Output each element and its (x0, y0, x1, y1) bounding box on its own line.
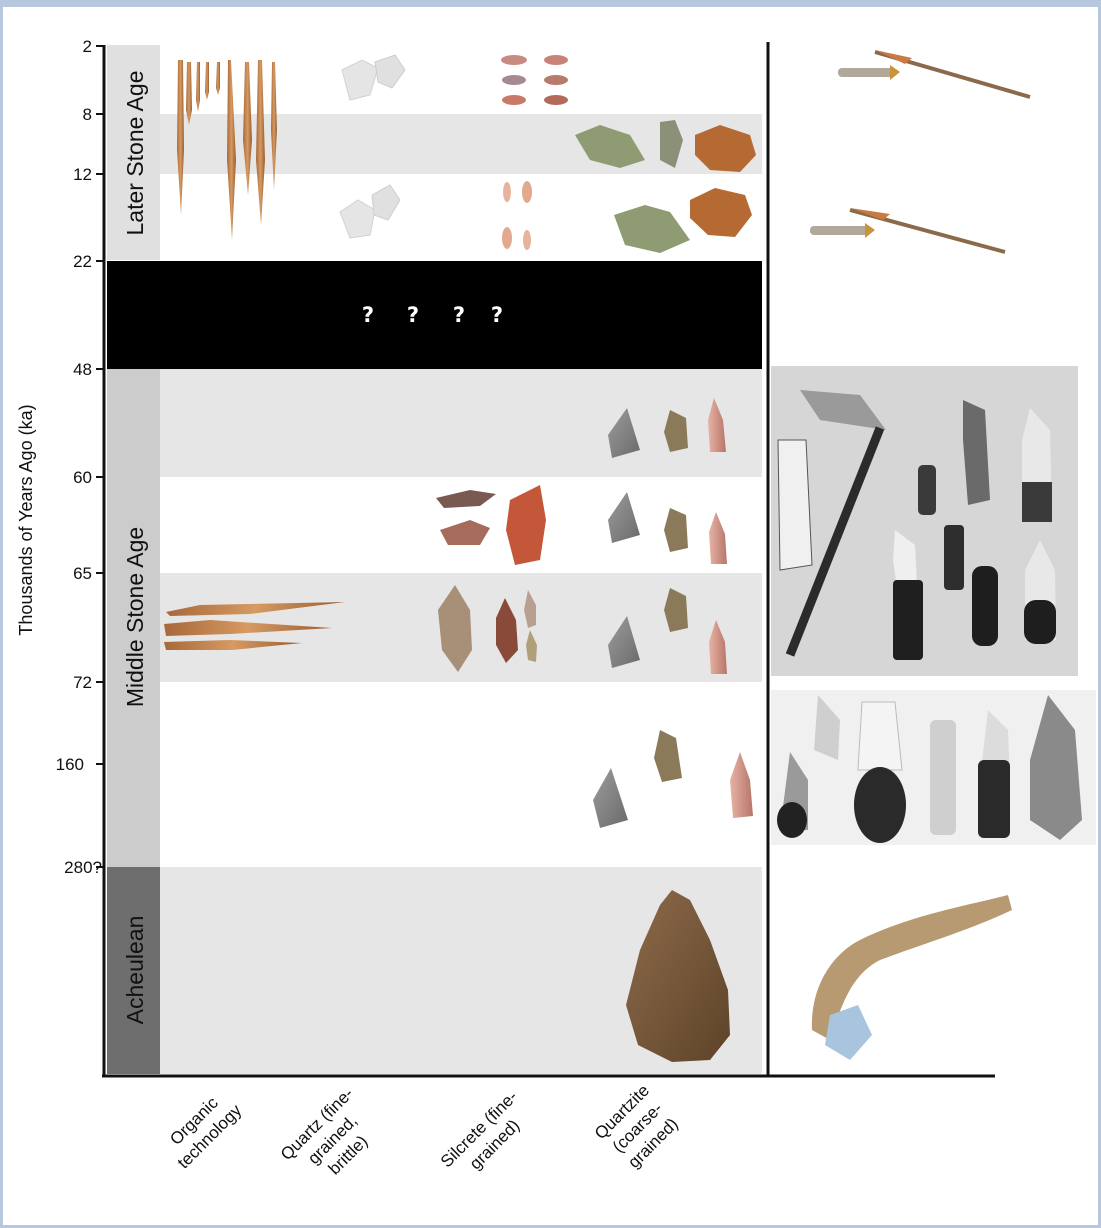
quartzite-point (608, 492, 640, 543)
lsa-hafted-arrow-top (838, 50, 1030, 97)
tick-label: 22 (73, 252, 92, 271)
tick-label: 280? (64, 858, 102, 877)
era-label-msa: Middle Stone Age (122, 527, 148, 707)
quartzite-point (709, 512, 727, 564)
lsa-quartzite-tools (575, 120, 756, 253)
quartz-flake (372, 185, 400, 220)
quartz-flake (340, 200, 375, 238)
silcrete-segment (502, 95, 526, 105)
bone-point (216, 62, 220, 95)
msa-hafted-tools-photo (771, 366, 1078, 676)
column-label-quartzite: Quartzite (coarse- grained) (591, 1081, 684, 1174)
silcrete-segment (522, 181, 532, 203)
bone-point (227, 60, 236, 240)
tick-label: 48 (73, 360, 92, 379)
gap-mark: ? (362, 303, 374, 327)
quartz-flake (375, 55, 405, 88)
tick-label: 12 (73, 165, 92, 184)
quartzite-point (593, 768, 628, 828)
gap-mark: ? (407, 303, 419, 327)
silcrete-flake (440, 520, 490, 545)
quartzite-point (654, 730, 682, 782)
tick-label: 160 (56, 755, 84, 774)
silcrete-segment (523, 230, 531, 250)
silcrete-segment (544, 95, 568, 105)
silcrete-segment (544, 75, 568, 85)
tick-label: 8 (83, 105, 92, 124)
msa-hafted-tools-photo-2 (771, 690, 1096, 845)
y-axis-title: Thousands of Years Ago (ka) (16, 404, 36, 635)
y-ticks: 2 8 12 22 48 60 65 72 160 280? (56, 37, 104, 877)
silcrete-segment (503, 182, 511, 202)
quartzite-flake (614, 205, 690, 253)
silcrete-segment (544, 55, 568, 65)
column-label-silcrete: Silcrete (fine- grained) (437, 1087, 537, 1187)
acheulean-hafted-tool (812, 895, 1012, 1060)
quartzite-point (730, 752, 753, 818)
silcrete-blade (506, 485, 546, 565)
gap-mark: ? (453, 303, 465, 327)
tick-label: 60 (73, 468, 92, 487)
era-label-acheulean: Acheulean (122, 916, 148, 1025)
bone-point (243, 62, 252, 195)
bone-point (205, 62, 209, 100)
silcrete-segment (502, 227, 512, 249)
bone-point (177, 60, 184, 215)
silcrete-flake (436, 490, 496, 508)
bone-point (196, 62, 200, 112)
gap-mark: ? (491, 303, 503, 327)
tick-label: 2 (83, 37, 92, 56)
tick-label: 65 (73, 564, 92, 583)
quartz-flake (342, 60, 378, 100)
tick-label: 72 (73, 673, 92, 692)
era-label-lsa: Later Stone Age (122, 71, 148, 236)
gap-block (107, 261, 762, 369)
silcrete-segment (502, 75, 526, 85)
column-label-organic: Organic technology (158, 1085, 245, 1172)
silcrete-segment (501, 55, 527, 65)
lsa-hafted-arrow-bottom (810, 208, 1005, 252)
quartzite-point (664, 508, 688, 552)
quartzite-scraper (690, 188, 752, 237)
column-label-quartz: Quartz (fine- grained, brittle) (277, 1084, 388, 1195)
bone-point (256, 60, 265, 225)
